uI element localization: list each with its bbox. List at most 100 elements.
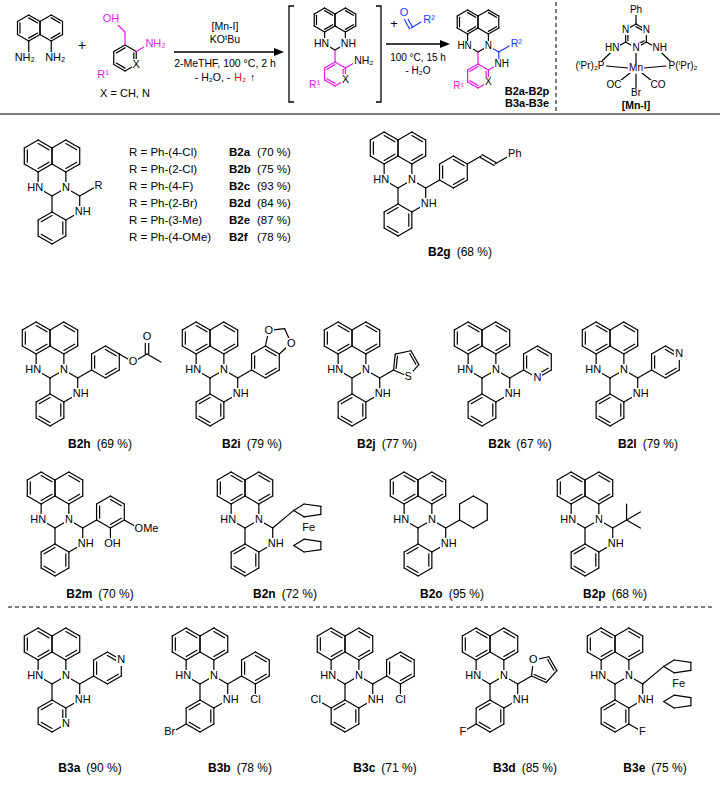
bond-line bbox=[439, 164, 440, 180]
dashed-divider bbox=[556, 2, 557, 112]
bond-line bbox=[460, 496, 474, 504]
bond-line bbox=[574, 548, 585, 554]
bond-line bbox=[265, 368, 276, 374]
atom-label: NH₂ bbox=[14, 52, 36, 64]
atom-label: HN bbox=[24, 364, 42, 376]
bond-line bbox=[324, 330, 325, 346]
bond-line bbox=[428, 554, 429, 566]
bond-line bbox=[338, 322, 352, 330]
bond-line bbox=[325, 25, 333, 30]
bond-line bbox=[358, 708, 359, 724]
bond-line bbox=[489, 636, 490, 652]
bond-line bbox=[214, 652, 228, 660]
bond-line bbox=[466, 724, 476, 730]
bond-line bbox=[345, 628, 359, 636]
bond-line bbox=[352, 322, 366, 330]
bond-line bbox=[320, 638, 321, 650]
atom-label: OH bbox=[103, 538, 122, 550]
bond-line bbox=[38, 220, 39, 236]
compound-id: B2n bbox=[252, 588, 277, 601]
bond-line bbox=[147, 354, 161, 362]
bond-line bbox=[25, 332, 26, 344]
reaction-arrow bbox=[386, 43, 442, 44]
bond-line bbox=[107, 676, 121, 684]
bond-line bbox=[39, 22, 40, 35]
bond-line bbox=[495, 402, 496, 418]
bond-line bbox=[596, 326, 607, 332]
r-group-definition: R = Ph-(2-Br) bbox=[128, 197, 199, 209]
bond-line bbox=[585, 544, 599, 552]
bond-line bbox=[490, 724, 504, 732]
bond-line bbox=[624, 344, 635, 350]
bond-line bbox=[196, 418, 210, 426]
atom-label: NH bbox=[267, 538, 285, 550]
atom-label: HN bbox=[584, 364, 602, 376]
bond-line bbox=[412, 132, 426, 140]
bond-line bbox=[468, 322, 482, 330]
bond-line bbox=[38, 632, 49, 638]
bond-line bbox=[39, 22, 40, 35]
compound-id: B2o bbox=[419, 588, 444, 601]
bond-line bbox=[105, 370, 119, 378]
bond-line bbox=[214, 628, 228, 636]
bond-line bbox=[404, 18, 410, 29]
bond-line bbox=[227, 636, 228, 652]
bond-line bbox=[417, 528, 418, 544]
bond-line bbox=[279, 354, 280, 370]
bond-line bbox=[504, 652, 518, 660]
bond-line bbox=[468, 418, 482, 426]
bond-line bbox=[476, 652, 490, 660]
bond-line bbox=[176, 724, 186, 730]
atom-label: HN bbox=[26, 670, 44, 682]
atom-label: OC bbox=[606, 80, 623, 91]
bond-line bbox=[473, 496, 487, 504]
atom-label: NH bbox=[512, 694, 530, 706]
bond-line bbox=[482, 322, 496, 330]
atom-label: NH bbox=[607, 538, 625, 550]
bond-line bbox=[432, 476, 443, 482]
bond-line bbox=[478, 28, 488, 34]
atom-label: N bbox=[674, 348, 684, 360]
bond-line bbox=[500, 710, 501, 722]
bond-line bbox=[345, 700, 359, 708]
bond-line bbox=[479, 722, 490, 728]
bond-line bbox=[496, 326, 507, 332]
bond-line bbox=[496, 322, 510, 330]
bond-line bbox=[582, 330, 583, 346]
bond-line bbox=[408, 214, 409, 226]
bond-line bbox=[404, 552, 405, 568]
bond-line bbox=[17, 35, 28, 42]
bond-line bbox=[432, 494, 443, 500]
compound-id: B3a bbox=[57, 762, 81, 775]
bond-line bbox=[200, 652, 214, 660]
bond-line bbox=[196, 322, 210, 330]
bond-line bbox=[182, 322, 196, 330]
bond-line bbox=[609, 330, 610, 346]
bond-line bbox=[398, 156, 412, 164]
bond-line bbox=[366, 344, 377, 350]
bond-line bbox=[590, 638, 591, 650]
bond-line bbox=[604, 722, 615, 728]
bond-line bbox=[327, 79, 335, 84]
bond-line bbox=[487, 504, 488, 520]
bond-line bbox=[537, 346, 551, 354]
bond-line bbox=[635, 74, 636, 88]
bond-line bbox=[355, 14, 356, 26]
bond-line bbox=[397, 140, 398, 156]
bond-line bbox=[614, 684, 615, 700]
bond-line bbox=[518, 676, 532, 684]
bond-line bbox=[334, 704, 345, 710]
bond-line bbox=[66, 164, 80, 172]
byproduct-label: - H₂O, - bbox=[194, 72, 232, 83]
bond-line bbox=[644, 66, 666, 68]
bond-line bbox=[606, 66, 628, 68]
bond-line bbox=[186, 632, 197, 638]
bond-line bbox=[199, 636, 200, 652]
bond-line bbox=[372, 636, 373, 652]
bond-line bbox=[432, 496, 446, 504]
bond-line bbox=[41, 568, 55, 576]
bond-line bbox=[557, 472, 571, 480]
bond-line bbox=[27, 472, 41, 480]
bond-line bbox=[476, 628, 490, 636]
bond-line bbox=[335, 62, 345, 68]
